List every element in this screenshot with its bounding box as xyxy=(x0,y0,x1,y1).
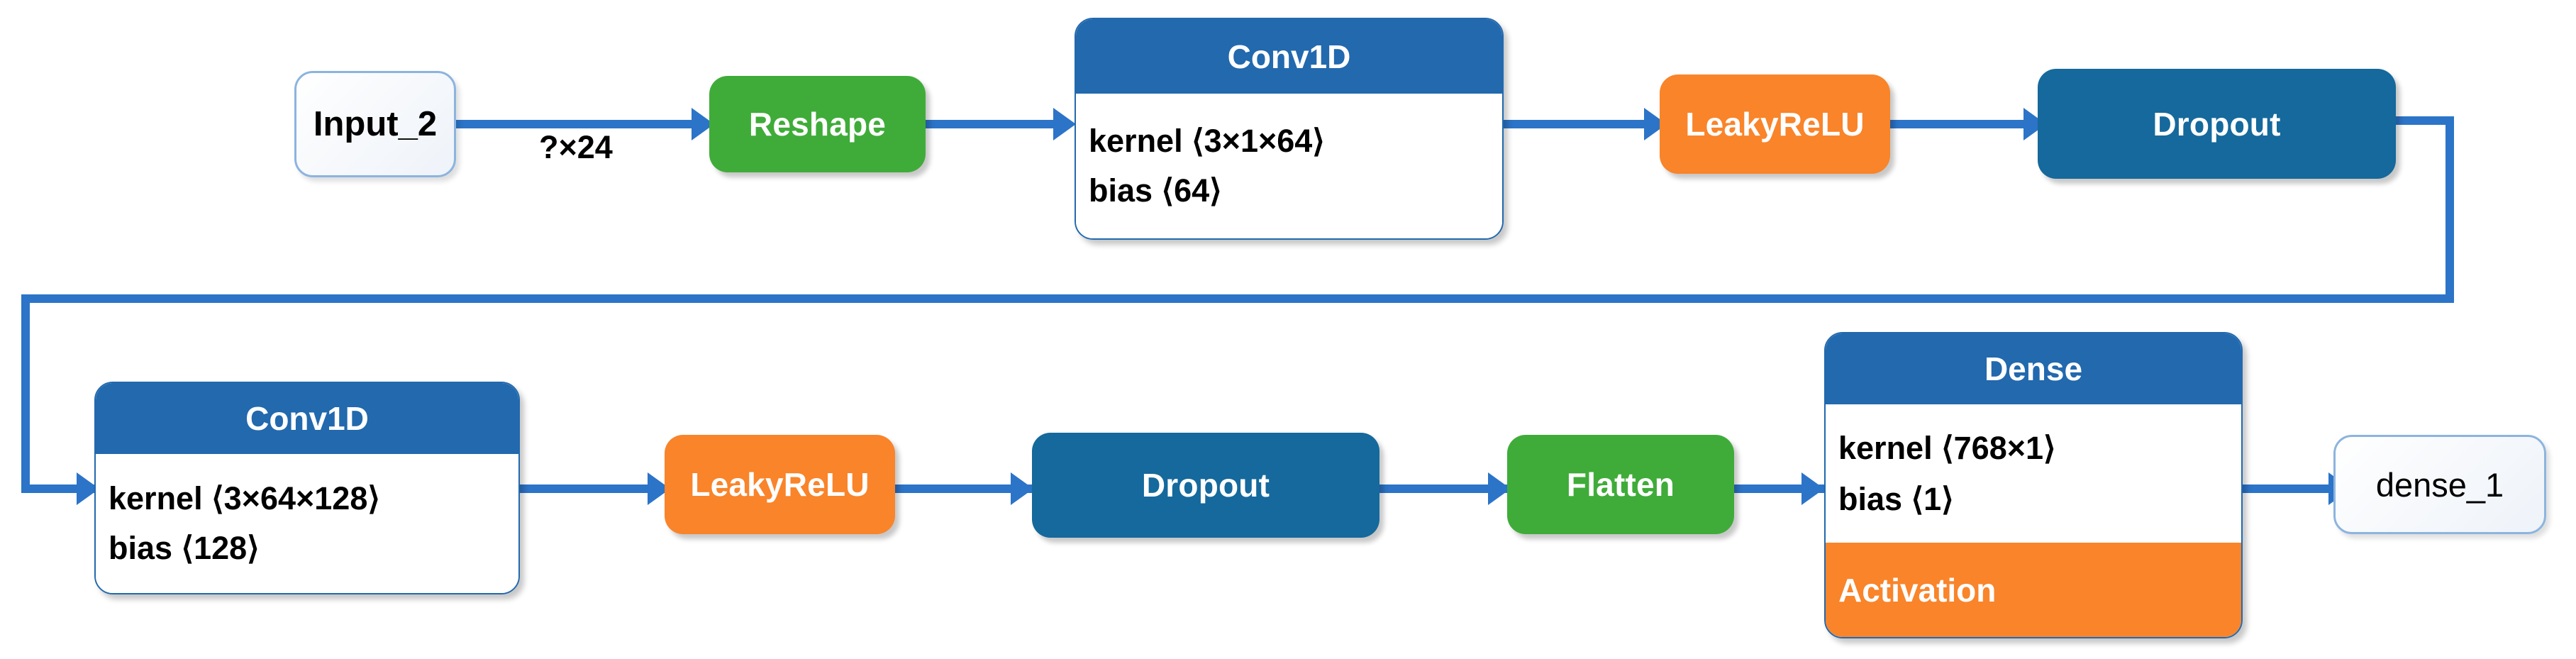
node-conv1d-1-body: kernel ⟨3×1×64⟩ bias ⟨64⟩ xyxy=(1076,94,1502,238)
node-dense-header: Dense xyxy=(1826,333,2241,404)
node-leakyrelu-1[interactable]: LeakyReLU xyxy=(1660,74,1890,174)
node-conv1d-2-body: kernel ⟨3×64×128⟩ bias ⟨128⟩ xyxy=(96,454,518,593)
node-leakyrelu-1-label: LeakyReLU xyxy=(1685,106,1865,143)
node-conv1d-2-header-label: Conv1D xyxy=(245,400,369,437)
arrowhead-leaky2-to-dropout2 xyxy=(1011,472,1033,505)
connector-input-to-reshape xyxy=(454,120,692,128)
node-dropout-2-label: Dropout xyxy=(1141,467,1270,504)
node-dropout-1[interactable]: Dropout xyxy=(2038,69,2396,179)
arrowhead-dropout2-to-flatten xyxy=(1488,472,1511,505)
connector-conv1-to-leaky1 xyxy=(1504,120,1667,128)
connector-wrap-right-stub xyxy=(2390,116,2454,125)
node-dense-activation: Activation xyxy=(1826,543,2241,637)
node-dense-body: kernel ⟨768×1⟩ bias ⟨1⟩ xyxy=(1826,404,2241,543)
edge-label-input-shape: ?×24 xyxy=(539,129,613,165)
node-flatten[interactable]: Flatten xyxy=(1507,435,1734,534)
node-conv1d-1-kernel: kernel ⟨3×1×64⟩ xyxy=(1089,123,1325,160)
arrowhead-reshape-to-conv1 xyxy=(1053,108,1076,140)
node-conv1d-1-bias: bias ⟨64⟩ xyxy=(1089,172,1222,209)
connector-wrap-vertical-right xyxy=(2445,116,2454,303)
node-leakyrelu-2-label: LeakyReLU xyxy=(690,466,870,503)
node-conv1d-1[interactable]: Conv1D kernel ⟨3×1×64⟩ bias ⟨64⟩ xyxy=(1075,18,1504,240)
node-dense-1-output-label: dense_1 xyxy=(2375,465,2504,504)
node-dense-header-label: Dense xyxy=(1984,350,2083,387)
node-conv1d-2[interactable]: Conv1D kernel ⟨3×64×128⟩ bias ⟨128⟩ xyxy=(94,382,520,594)
node-conv1d-2-kernel: kernel ⟨3×64×128⟩ xyxy=(109,480,380,517)
connector-leaky2-to-dropout2 xyxy=(890,484,1036,493)
connector-wrap-vertical-left xyxy=(21,294,30,493)
connector-dropout2-to-flatten xyxy=(1376,484,1511,493)
node-dropout-2[interactable]: Dropout xyxy=(1032,433,1379,538)
node-flatten-label: Flatten xyxy=(1566,466,1675,503)
node-dense-kernel: kernel ⟨768×1⟩ xyxy=(1838,429,2056,466)
node-conv1d-2-header: Conv1D xyxy=(96,383,518,454)
node-reshape-label: Reshape xyxy=(748,106,887,143)
connector-wrap-horizontal xyxy=(21,294,2454,303)
node-input-2[interactable]: Input_2 xyxy=(294,71,456,177)
node-conv1d-1-header: Conv1D xyxy=(1076,19,1502,94)
node-dense-1-output[interactable]: dense_1 xyxy=(2333,435,2546,534)
node-dense-activation-label: Activation xyxy=(1838,571,1997,609)
arrowhead-flatten-to-dense xyxy=(1801,472,1824,505)
node-dense[interactable]: Dense kernel ⟨768×1⟩ bias ⟨1⟩ Activation xyxy=(1824,332,2243,638)
node-conv1d-2-bias: bias ⟨128⟩ xyxy=(109,530,260,566)
node-leakyrelu-2[interactable]: LeakyReLU xyxy=(665,435,895,534)
node-reshape[interactable]: Reshape xyxy=(709,76,926,172)
node-input-2-label: Input_2 xyxy=(313,105,438,143)
connector-reshape-to-conv1 xyxy=(926,120,1053,128)
connector-leaky1-to-dropout1 xyxy=(1887,120,2046,128)
connector-conv2-to-leaky2 xyxy=(518,484,681,493)
node-dropout-1-label: Dropout xyxy=(2153,105,2281,143)
node-dense-bias: bias ⟨1⟩ xyxy=(1838,480,1954,517)
node-conv1d-1-header-label: Conv1D xyxy=(1227,38,1351,75)
